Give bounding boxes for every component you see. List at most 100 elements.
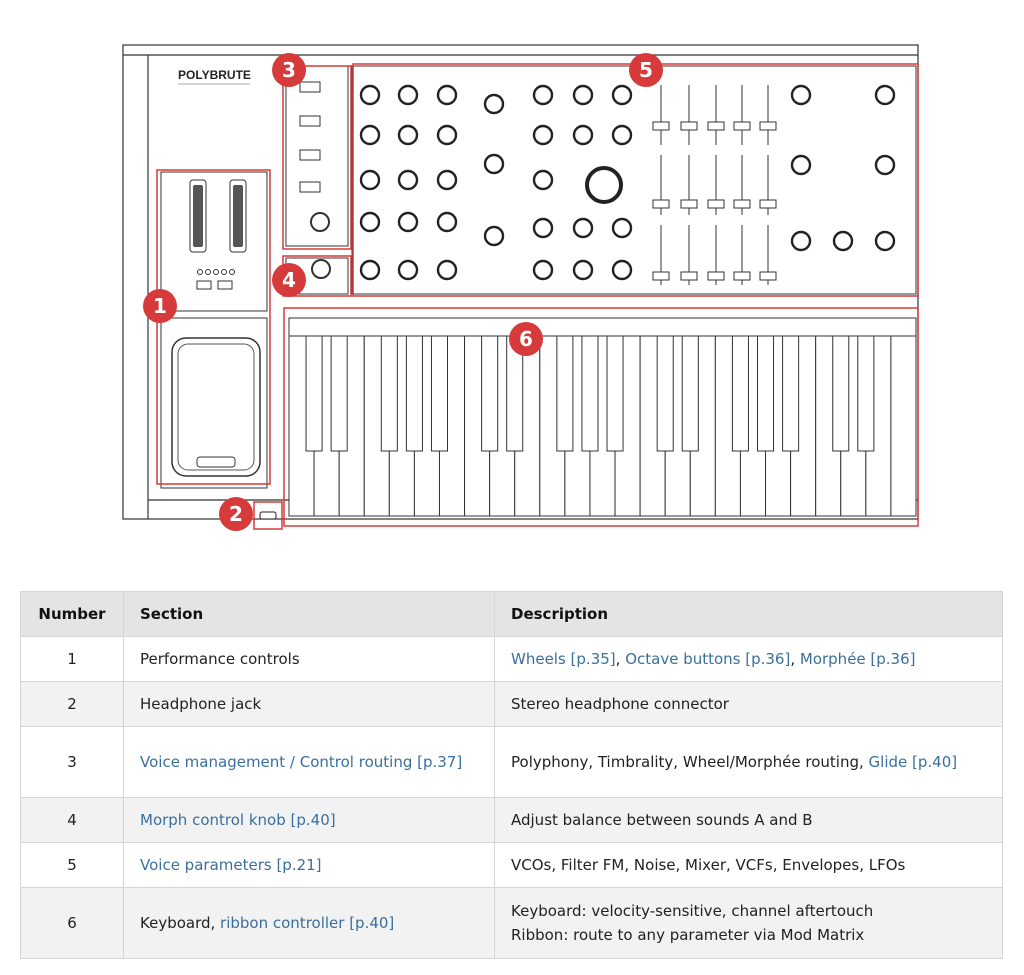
cell-text: ,: [615, 650, 626, 668]
knob: [397, 124, 419, 146]
cell-text: Polyphony, Timbrality, Wheel/Morphée rou…: [511, 753, 869, 771]
svg-text:1: 1: [153, 294, 167, 318]
sections-table: Number Section Description 1 Performance …: [20, 591, 1003, 959]
cell-text: Adjust balance between sounds A and B: [511, 811, 813, 829]
callout-6: 6: [509, 322, 543, 356]
table-row: 2 Headphone jack Stereo headphone connecto…: [20, 681, 1003, 727]
row-section: Voice parameters [p.21]: [123, 842, 495, 888]
page-link[interactable]: Voice management / Control routing [p.37…: [140, 753, 463, 771]
svg-text:2: 2: [229, 502, 243, 526]
callout-5: 5: [629, 53, 663, 87]
row-number: 3: [20, 726, 124, 798]
fader: [759, 271, 777, 281]
fader: [652, 121, 670, 131]
fader: [707, 121, 725, 131]
callout-1: 1: [143, 289, 177, 323]
knob: [483, 93, 505, 115]
row-section: Voice management / Control routing [p.37…: [123, 726, 495, 798]
fader: [680, 199, 698, 209]
row-number: 4: [20, 797, 124, 843]
row-section: Keyboard, ribbon controller [p.40]: [123, 887, 495, 959]
row-number: 1: [20, 636, 124, 682]
white-key: [890, 335, 917, 517]
row-number: 6: [20, 887, 124, 959]
callout-2: 2: [219, 497, 253, 531]
svg-text:4: 4: [282, 268, 296, 292]
knob: [436, 124, 458, 146]
black-key: [481, 335, 499, 452]
knob: [359, 124, 381, 146]
knob: [790, 84, 812, 106]
cell-text: Stereo headphone connector: [511, 695, 729, 713]
knob: [572, 259, 594, 281]
cell-text: VCOs, Filter FM, Noise, Mixer, VCFs, Env…: [511, 856, 906, 874]
row-number: 5: [20, 842, 124, 888]
knob: [397, 259, 419, 281]
black-key: [656, 335, 674, 452]
fader: [680, 121, 698, 131]
black-key: [330, 335, 348, 452]
knob: [572, 124, 594, 146]
knob: [572, 217, 594, 239]
row-description: Wheels [p.35], Octave buttons [p.36], Mo…: [494, 636, 1003, 682]
black-key: [782, 335, 800, 452]
svg-text:6: 6: [519, 327, 533, 351]
keyboard: [288, 317, 917, 517]
page-link[interactable]: Glide [p.40]: [868, 753, 958, 771]
brand-logo: POLYBRUTE: [178, 68, 251, 82]
row-description: Keyboard: velocity-sensitive, channel af…: [494, 887, 1003, 959]
voice-parameters-panel: [351, 65, 917, 295]
table-row: 4 Morph control knob [p.40] Adjust balance…: [20, 797, 1003, 843]
knob: [611, 217, 633, 239]
cell-text: Performance controls: [140, 650, 300, 668]
knob: [874, 154, 896, 176]
black-key: [606, 335, 624, 452]
page-link[interactable]: ribbon controller [p.40]: [220, 914, 395, 932]
knob: [874, 230, 896, 252]
page-link[interactable]: Octave buttons [p.36]: [625, 650, 791, 668]
knob: [436, 84, 458, 106]
callout-3: 3: [272, 53, 306, 87]
knob: [436, 169, 458, 191]
header-number: Number: [20, 591, 124, 637]
black-key: [681, 335, 699, 452]
cell-text: Headphone jack: [140, 695, 262, 713]
row-description: VCOs, Filter FM, Noise, Mixer, VCFs, Env…: [494, 842, 1003, 888]
row-description: Adjust balance between sounds A and B: [494, 797, 1003, 843]
knob: [436, 211, 458, 233]
cell-text: ,: [790, 650, 800, 668]
page-link[interactable]: Voice parameters [p.21]: [140, 856, 322, 874]
fader: [733, 121, 751, 131]
knob: [611, 124, 633, 146]
cell-text: Keyboard,: [140, 914, 221, 932]
black-key: [731, 335, 749, 452]
black-key: [756, 335, 775, 452]
header-section: Section: [123, 591, 495, 637]
svg-text:3: 3: [282, 58, 296, 82]
page-link[interactable]: Morph control knob [p.40]: [140, 811, 336, 829]
black-key: [581, 335, 599, 452]
knob: [359, 84, 381, 106]
knob: [532, 259, 554, 281]
black-key: [832, 335, 850, 452]
fader: [652, 199, 670, 209]
knob: [611, 84, 633, 106]
fader: [759, 199, 777, 209]
row-description: Stereo headphone connector: [494, 681, 1003, 727]
knob: [532, 217, 554, 239]
header-description: Description: [494, 591, 1003, 637]
row-section: Headphone jack: [123, 681, 495, 727]
page-link[interactable]: Morphée [p.36]: [799, 650, 916, 668]
row-number: 2: [20, 681, 124, 727]
fader: [759, 121, 777, 131]
black-key: [405, 335, 423, 452]
knob: [359, 211, 381, 233]
black-key: [430, 335, 449, 452]
row-description: Polyphony, Timbrality, Wheel/Morphée rou…: [494, 726, 1003, 798]
performance-controls: [160, 171, 268, 489]
knob: [532, 169, 554, 191]
table-row: 3 Voice management / Control routing [p.3…: [20, 726, 1003, 798]
page-link[interactable]: Wheels [p.35]: [511, 650, 616, 668]
knob: [483, 153, 505, 175]
